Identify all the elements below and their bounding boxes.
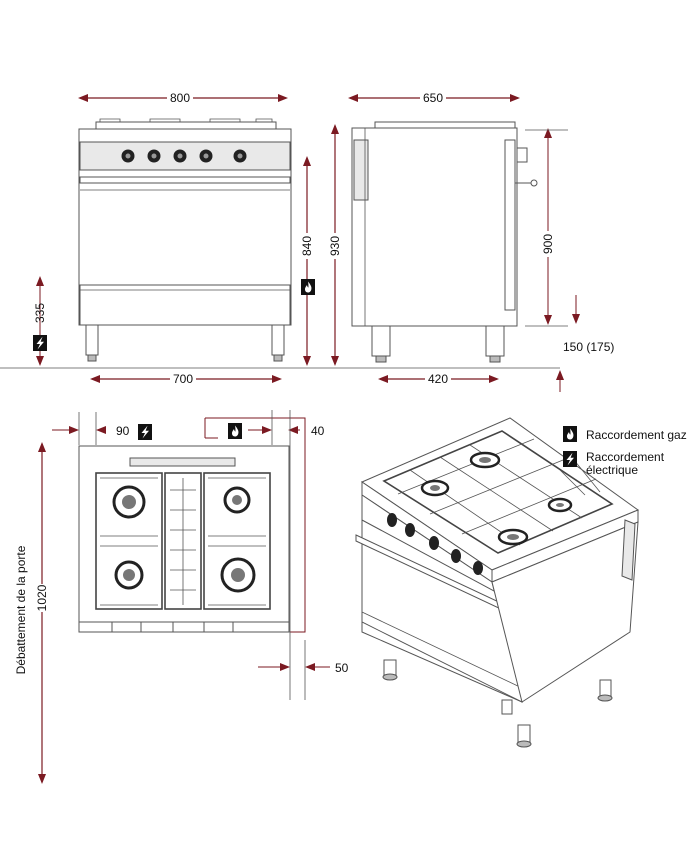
dim-total-height: 930 [328,236,342,256]
dim-side-height: 900 [541,234,555,254]
dim-side-depth: 650 [423,91,443,105]
front-drawer [79,284,291,326]
legend-electric-icon [563,451,577,467]
side-grate-top [374,121,516,129]
legend: Raccordement gaz Raccordement électrique [586,428,687,477]
legend-gas-label: Raccordement gaz [586,428,687,442]
side-back-panel [504,139,516,311]
dim-door-swing: 1020 [35,584,49,611]
legend-gas-icon [563,426,577,442]
side-view [351,121,538,363]
side-foot-front [371,325,391,357]
electric-connection-icon [33,335,47,351]
legend-electric-label-line1: Raccordement [586,450,665,464]
gas-connection-icon [228,423,242,439]
gas-connection-icon [301,279,315,295]
legend-electric-label-line2: électrique [586,463,638,477]
electric-connection-icon [138,424,152,440]
dim-gas-offset: 40 [311,424,325,438]
side-panel-front [353,139,369,201]
front-view [78,118,292,362]
side-body [351,127,518,327]
side-foot-back [485,325,505,357]
dim-feet-span: 700 [173,372,193,386]
dim-front-width: 800 [170,91,190,105]
front-foot-left [85,324,99,356]
dim-control-height: 840 [300,236,314,256]
perspective-view [355,417,640,748]
dim-side-feet-span: 420 [428,372,448,386]
gas-inlet [516,147,528,163]
dim-leg-height: 150 (175) [563,340,614,354]
door-swing-label: Débattement de la porte [14,545,28,674]
dim-electric-offset: 90 [116,424,130,438]
dim-rear-clearance: 50 [335,661,349,675]
dimension-labels: 800 650 840 930 900 335 700 420 150 (175… [14,90,614,675]
top-view [78,445,290,633]
front-foot-right [271,324,285,356]
dim-electric-height: 335 [33,303,47,323]
front-door-handle [79,176,291,184]
front-grate-top [95,121,277,130]
